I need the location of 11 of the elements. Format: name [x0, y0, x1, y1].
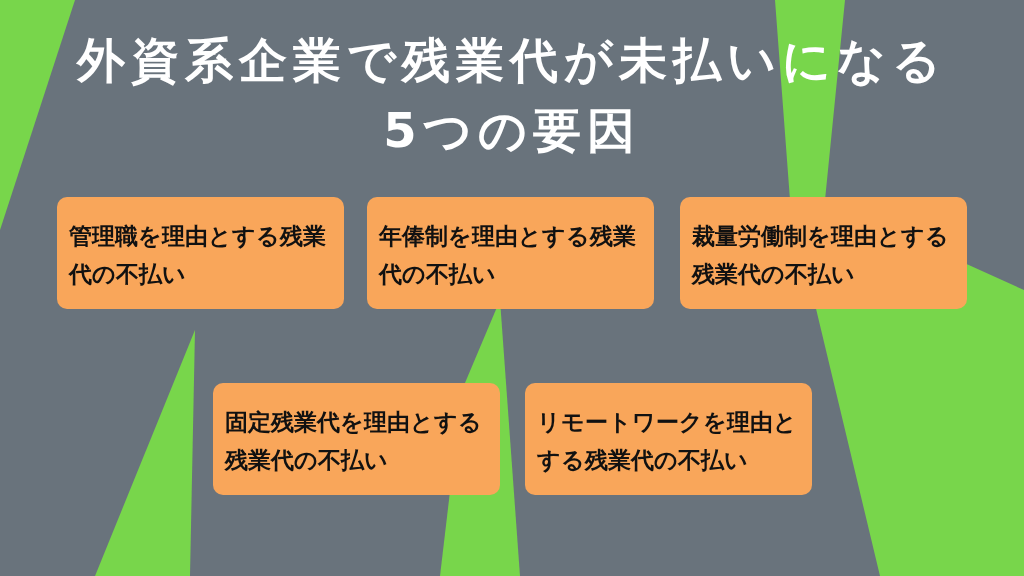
reason-box — [680, 197, 967, 309]
reason-box — [367, 197, 654, 309]
reason-box — [213, 383, 500, 495]
reason-box — [525, 383, 812, 495]
reason-text: リモートワークを理由とする残業代の不払い — [537, 408, 798, 475]
reason-text: 裁量労働制を理由とする残業代の不払い — [692, 222, 950, 289]
reason-text: 固定残業代を理由とする残業代の不払い — [225, 408, 483, 475]
reason-text: 管理職を理由とする残業代の不払い — [69, 222, 327, 289]
reason-text: 年俸制を理由とする残業代の不払い — [379, 222, 637, 289]
title: 外資系企業で残業代が未払いになる5つの要因 — [75, 31, 948, 160]
reason-box — [57, 197, 344, 309]
